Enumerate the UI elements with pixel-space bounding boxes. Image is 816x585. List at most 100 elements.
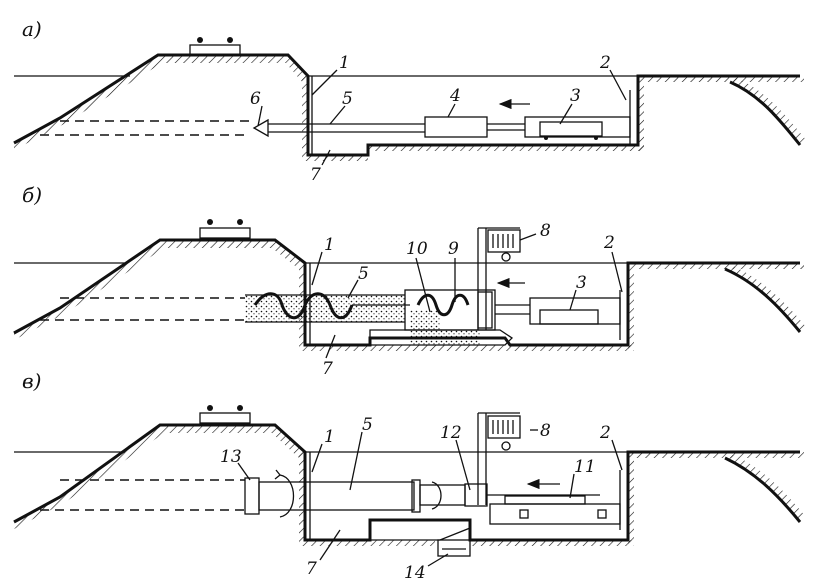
sump (437, 539, 471, 557)
leader-line (519, 233, 537, 241)
rotation-arrow (431, 481, 442, 510)
spoil-tray (369, 519, 471, 541)
leader-line (427, 553, 449, 567)
rail-sleeper (189, 44, 241, 56)
wheel-icon (544, 136, 548, 140)
soil-hatch (725, 454, 806, 522)
leader-line (329, 105, 346, 125)
callout-8: 8 (540, 421, 551, 441)
pump-station (529, 297, 621, 325)
pulley-icon (501, 252, 511, 262)
rail-icon (237, 405, 243, 411)
soil-hatch (305, 345, 632, 351)
auger-screw (253, 292, 354, 320)
callout-7: 7 (306, 559, 317, 579)
cutter-head (244, 477, 260, 515)
rail-icon (237, 219, 243, 225)
panel-b: б) (13, 183, 806, 379)
soil-hatch (470, 540, 632, 546)
winch-drum (492, 234, 514, 248)
callout-9: 9 (448, 239, 459, 259)
soil-hatch (368, 145, 644, 151)
callout-7: 7 (310, 165, 321, 185)
soil-fill (410, 310, 440, 330)
embankment-outline (13, 53, 800, 157)
pipe-joint (411, 479, 421, 513)
soil-fill (245, 295, 405, 322)
panel-a: а) (13, 17, 806, 185)
leader-line (569, 289, 577, 311)
callout-4: 4 (449, 86, 461, 106)
pump-unit (539, 121, 603, 137)
soil-hatch (305, 540, 435, 546)
pit-slope (724, 456, 802, 523)
support-block (519, 509, 529, 519)
pipe-tip (252, 118, 269, 138)
pit-slope (729, 80, 802, 146)
leader-line (319, 529, 341, 561)
callout-3: 3 (576, 273, 587, 293)
pump-unit (539, 309, 599, 325)
leader-line (237, 462, 251, 481)
leader-line (257, 105, 263, 127)
soil-hatch (634, 263, 804, 269)
soil-hatch (628, 452, 634, 546)
pulley-icon (501, 441, 511, 451)
callout-13: 13 (220, 447, 242, 467)
leader-line (321, 149, 331, 166)
soil-hatch (14, 240, 305, 340)
hydraulic-jack (424, 116, 488, 138)
callout-6: 6 (250, 89, 261, 109)
crane-winch (487, 229, 521, 253)
panel-label: б) (22, 183, 42, 207)
callout-2: 2 (603, 233, 615, 253)
callout-10: 10 (406, 239, 428, 259)
pump-station (524, 116, 631, 138)
soil-hatch (725, 265, 806, 332)
callout-1: 1 (324, 235, 335, 255)
panel-label: в) (22, 369, 41, 393)
leader-line (311, 443, 323, 473)
winch-drum (492, 420, 514, 434)
rail-icon (197, 37, 203, 43)
leader-line (347, 279, 359, 299)
rail-sleeper (199, 227, 251, 239)
soil-hatch (299, 452, 305, 546)
callout-5: 5 (358, 264, 369, 284)
rail-sleeper (199, 412, 251, 424)
leader-line (415, 257, 431, 313)
soil-hatch (14, 425, 305, 529)
leader-line (325, 334, 336, 359)
panel-label: а) (22, 17, 42, 41)
leader-line (349, 431, 363, 491)
rotation-arrow (279, 474, 294, 518)
soil-hatch (308, 155, 368, 161)
callout-12: 12 (440, 423, 462, 443)
callout-11: 11 (574, 457, 596, 477)
soil-hatch (634, 452, 804, 458)
callout-1: 1 (339, 53, 350, 73)
callout-5: 5 (342, 89, 353, 109)
casing-pipe (258, 481, 415, 511)
drill-rod (419, 484, 466, 506)
wheel-icon (594, 136, 598, 140)
callout-2: 2 (599, 53, 611, 73)
support-block (597, 509, 607, 519)
soil-hatch (644, 76, 804, 82)
panel-v: в) (13, 369, 806, 583)
leader-line (311, 251, 323, 286)
callout-14: 14 (404, 563, 426, 583)
rotation-arrowhead (274, 469, 281, 480)
leader-line (611, 439, 623, 471)
callout-1: 1 (324, 427, 335, 447)
leader-line (311, 69, 338, 96)
callout-7: 7 (322, 359, 333, 379)
callout-3: 3 (570, 86, 581, 106)
leader-line (559, 103, 573, 125)
leader-line (569, 473, 575, 499)
soil-hatch (628, 263, 634, 351)
callout-5: 5 (362, 415, 373, 435)
rotary-drive (464, 483, 488, 507)
drive-housing (477, 291, 493, 329)
